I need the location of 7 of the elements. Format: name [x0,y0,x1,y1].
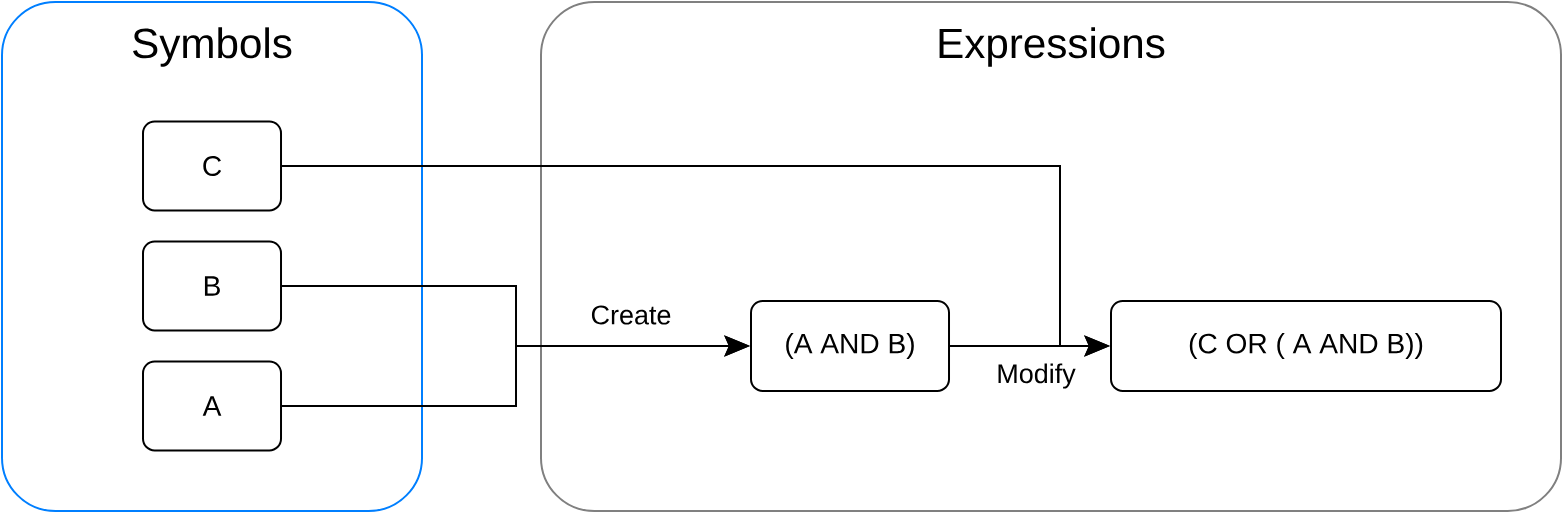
edge-label: Create [589,304,673,326]
process-box: (C OR ( A AND B)) [1110,300,1502,392]
edge-label: Modify [995,362,1077,390]
process-box: A [142,360,282,452]
process-box: (A AND B) [750,300,950,392]
process-box: C [142,120,282,212]
process-box: B [142,240,282,332]
